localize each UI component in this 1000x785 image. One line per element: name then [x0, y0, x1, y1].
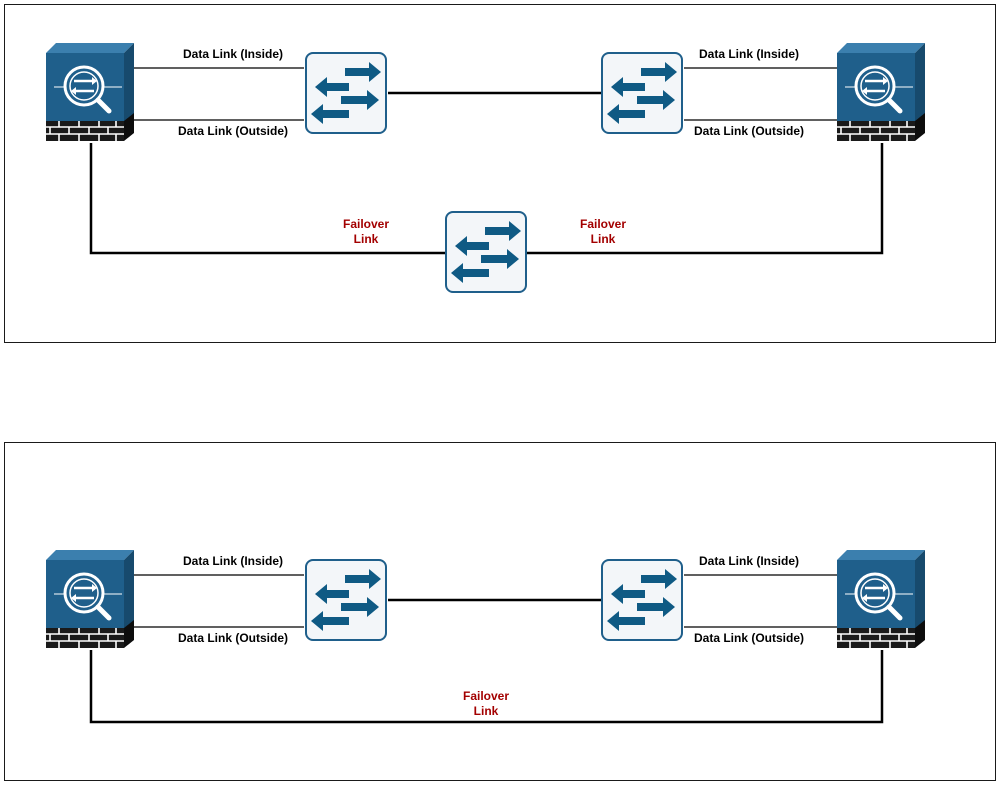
- data-link-inside-right-label: Data Link (Inside): [699, 554, 799, 568]
- failover-link-direct-line: [89, 650, 884, 724]
- failover-switch-icon: [445, 211, 527, 293]
- switch-right-icon: [601, 52, 683, 134]
- data-link-outside-right-label: Data Link (Outside): [694, 124, 804, 138]
- failover-link-right-label-line2: Link: [591, 232, 616, 246]
- switch-left-icon: [305, 52, 387, 134]
- failover-link-left-label-line2: Link: [354, 232, 379, 246]
- data-link-inside-left-label: Data Link (Inside): [183, 554, 283, 568]
- failover-link-right-line: [527, 143, 884, 255]
- firewall-right-icon: [837, 550, 925, 648]
- diagram-panel-direct-failover: [4, 442, 996, 781]
- switch-right-icon: [601, 559, 683, 641]
- failover-link-left-label-line1: Failover: [343, 217, 389, 231]
- failover-link-right-label-line1: Failover: [580, 217, 626, 231]
- failover-link-label-line2: Link: [474, 704, 499, 718]
- firewall-left-icon: [46, 550, 134, 648]
- failover-link-left-line: [89, 143, 445, 255]
- switch-left-icon: [305, 559, 387, 641]
- data-link-outside-left-label: Data Link (Outside): [178, 124, 288, 138]
- firewall-left-icon: [46, 43, 134, 141]
- top-diagram: Data Link (Inside) Data Link (Outside) D…: [46, 43, 925, 293]
- firewall-right-icon: [837, 43, 925, 141]
- data-link-inside-right-label: Data Link (Inside): [699, 47, 799, 61]
- data-link-outside-left-label: Data Link (Outside): [178, 631, 288, 645]
- bottom-diagram: Data Link (Inside) Data Link (Outside) D…: [46, 550, 925, 724]
- failover-link-label-line1: Failover: [463, 689, 509, 703]
- data-link-inside-left-label: Data Link (Inside): [183, 47, 283, 61]
- data-link-outside-right-label: Data Link (Outside): [694, 631, 804, 645]
